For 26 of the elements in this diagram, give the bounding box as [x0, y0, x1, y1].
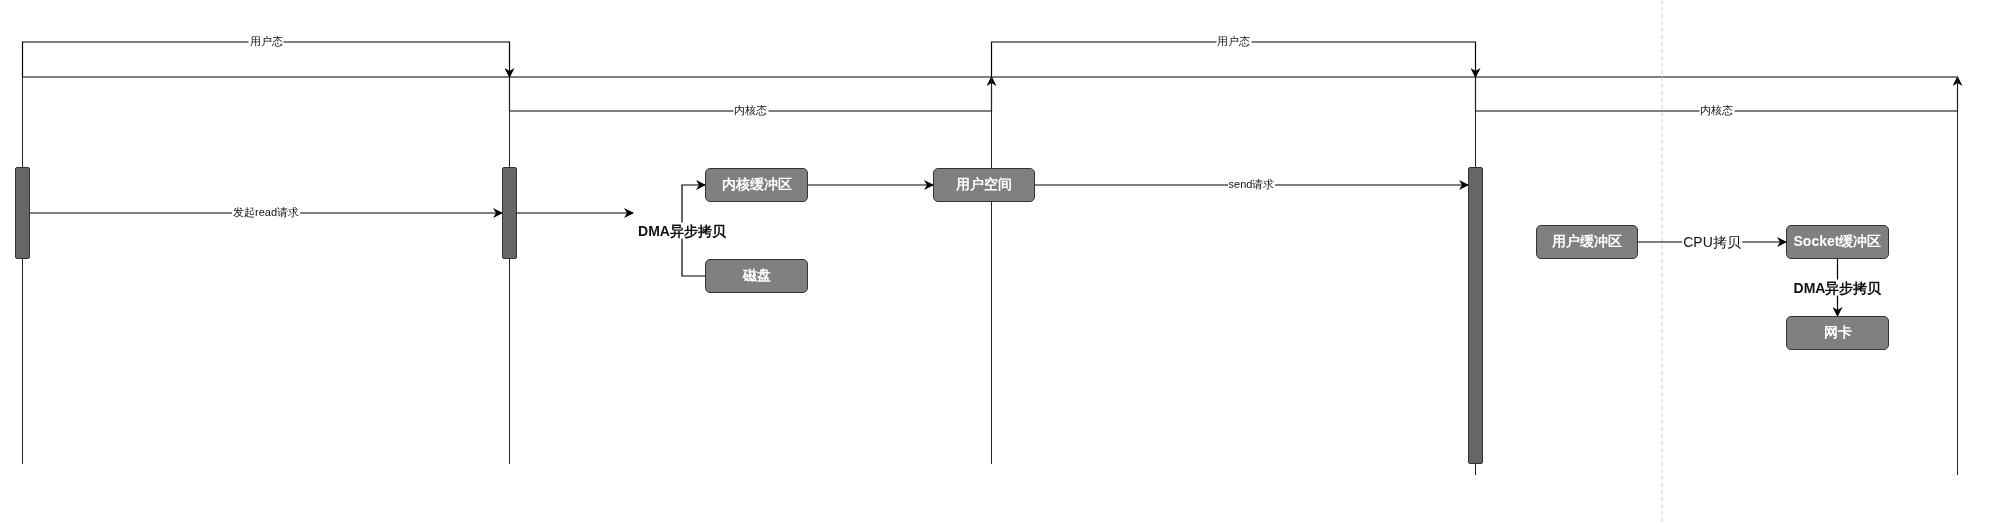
process-box: 网卡 [1786, 316, 1889, 350]
arrow [516, 208, 634, 218]
process-box: 磁盘 [705, 259, 808, 293]
edge-label: DMA异步拷贝 [1792, 279, 1883, 296]
edge-label: 内核态 [1699, 104, 1734, 118]
lifeline [991, 77, 992, 464]
activation-bar [502, 167, 517, 259]
process-box: 内核缓冲区 [705, 168, 808, 202]
arrow [807, 180, 934, 190]
edge-label: DMA异步拷贝 [637, 222, 727, 239]
arrow [29, 208, 503, 218]
arrow [1034, 180, 1469, 190]
arrow [21, 41, 515, 78]
lifeline [1957, 77, 1958, 475]
edge-label: send请求 [1227, 178, 1276, 192]
activation-bar [15, 167, 30, 259]
edge-label: CPU拷贝 [1682, 233, 1742, 251]
process-box: 用户缓冲区 [1536, 225, 1638, 259]
edge-label: 内核态 [733, 104, 768, 118]
arrow [990, 41, 1481, 78]
edge-label: 发起read请求 [232, 206, 300, 220]
edge-label: 用户态 [1216, 35, 1251, 49]
activation-bar [1468, 167, 1483, 464]
process-box: Socket缓冲区 [1786, 225, 1889, 259]
edge-label: 用户态 [248, 35, 284, 49]
process-box: 用户空间 [933, 168, 1035, 202]
